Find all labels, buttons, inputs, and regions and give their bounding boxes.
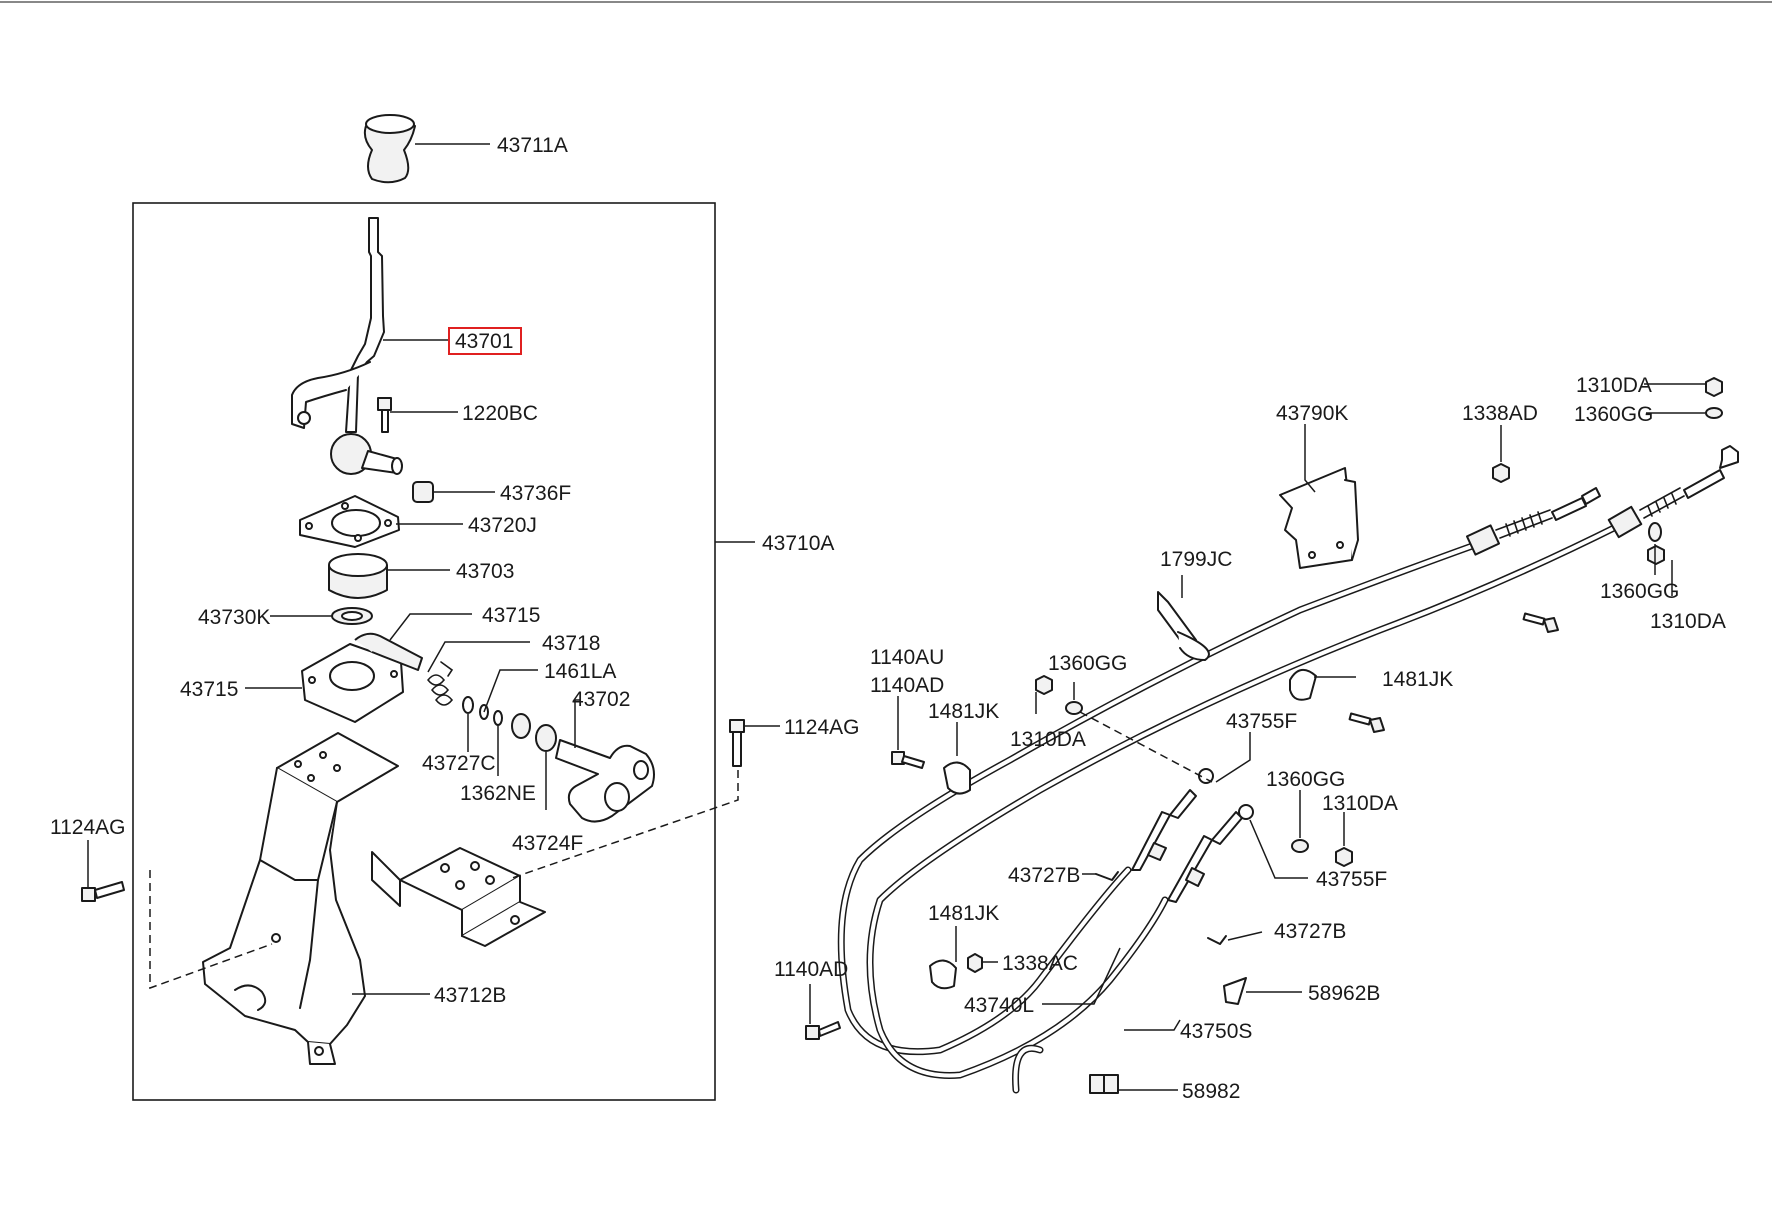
clip-1481JK-low[interactable] xyxy=(929,959,957,990)
washer-1360GG-low[interactable] xyxy=(1291,839,1309,853)
bolt-1220BC[interactable] xyxy=(377,397,392,433)
nut-1338AC[interactable] xyxy=(967,953,983,973)
shift-lever-43701[interactable] xyxy=(291,217,403,475)
label-43740L[interactable]: 43740L xyxy=(964,994,1034,1017)
label-1360GG-mid[interactable]: 1360GG xyxy=(1048,652,1127,675)
cable-43750S[interactable] xyxy=(866,521,1624,1094)
label-43755F-low[interactable]: 43755F xyxy=(1316,868,1387,891)
label-43790K[interactable]: 43790K xyxy=(1276,402,1348,425)
label-1360GG-right[interactable]: 1360GG xyxy=(1600,580,1679,603)
label-1360GG-top[interactable]: 1360GG xyxy=(1574,403,1653,426)
cable-end-lower-left[interactable] xyxy=(1131,768,1214,871)
highlight-box-43701 xyxy=(448,327,522,355)
mount-plate xyxy=(371,847,546,947)
bushing-43736F[interactable] xyxy=(412,481,434,503)
dash-1360GG-mid xyxy=(1079,711,1213,783)
label-43701[interactable]: 43701 xyxy=(455,330,513,353)
housing-43715[interactable] xyxy=(301,632,423,723)
label-43712B[interactable]: 43712B xyxy=(434,984,506,1007)
bolt-1124AG-right[interactable] xyxy=(729,719,745,767)
label-1140AU[interactable]: 1140AU xyxy=(870,646,944,669)
nut-1310DA-right[interactable] xyxy=(1647,545,1665,565)
label-43727B-right[interactable]: 43727B xyxy=(1274,920,1346,943)
label-1140AD-low[interactable]: 1140AD xyxy=(774,958,848,981)
label-43715-top[interactable]: 43715 xyxy=(482,604,540,627)
cable-tie-1799JC[interactable] xyxy=(1157,591,1210,661)
cable-end-lower-right[interactable] xyxy=(1167,804,1254,903)
label-43727B-left[interactable]: 43727B xyxy=(1008,864,1080,887)
washer-1360GG-top[interactable] xyxy=(1705,407,1723,419)
washer-1360GG-right[interactable] xyxy=(1648,522,1662,542)
plate-43720J[interactable] xyxy=(299,495,400,548)
washer-1461LA[interactable] xyxy=(479,704,503,726)
cable-43740L[interactable] xyxy=(837,541,1479,1056)
bolt-right[interactable] xyxy=(1522,612,1559,633)
label-1124AG-right[interactable]: 1124AG xyxy=(784,716,860,739)
label-43711A[interactable]: 43711A xyxy=(497,134,568,157)
mount-dash-left xyxy=(149,870,273,990)
bracket-43712B[interactable] xyxy=(202,732,399,1065)
washer-1360GG-mid[interactable] xyxy=(1065,701,1083,715)
label-1310DA-right[interactable]: 1310DA xyxy=(1650,610,1726,633)
label-43718[interactable]: 43718 xyxy=(542,632,600,655)
label-43727C[interactable]: 43727C xyxy=(422,752,496,775)
label-43736F[interactable]: 43736F xyxy=(500,482,571,505)
label-43710A[interactable]: 43710A xyxy=(762,532,834,555)
leader-lines xyxy=(87,143,1705,1091)
bushing-43724F[interactable] xyxy=(535,724,557,752)
label-43702[interactable]: 43702 xyxy=(572,688,630,711)
knob-43711A[interactable] xyxy=(363,114,416,184)
label-1481JK-mid[interactable]: 1481JK xyxy=(928,700,999,723)
lever-arm-43702[interactable] xyxy=(555,739,655,823)
tag-58962B[interactable] xyxy=(1223,977,1247,1005)
nut-1310DA-low[interactable] xyxy=(1335,847,1353,867)
label-1360GG-low[interactable]: 1360GG xyxy=(1266,768,1345,791)
mount-dash-right xyxy=(511,770,739,879)
assembly-frame-43710A xyxy=(132,202,716,1101)
cable-end-upper-left[interactable] xyxy=(1465,487,1601,556)
nut-1310DA-mid[interactable] xyxy=(1035,675,1053,695)
spring-43718[interactable] xyxy=(427,661,454,706)
label-1310DA-low[interactable]: 1310DA xyxy=(1322,792,1398,815)
nut-1338AD[interactable] xyxy=(1492,463,1510,483)
label-1140AD-mid[interactable]: 1140AD xyxy=(870,674,944,697)
label-43703[interactable]: 43703 xyxy=(456,560,514,583)
label-43715[interactable]: 43715 xyxy=(180,678,238,701)
label-1338AD[interactable]: 1338AD xyxy=(1462,402,1538,425)
bushing-1362NE[interactable] xyxy=(511,713,531,739)
label-43720J[interactable]: 43720J xyxy=(468,514,537,537)
label-43730K[interactable]: 43730K xyxy=(198,606,270,629)
label-58982[interactable]: 58982 xyxy=(1182,1080,1240,1103)
label-58962B[interactable]: 58962B xyxy=(1308,982,1380,1005)
bolt-1140AD-mid[interactable] xyxy=(891,751,925,769)
sleeve-43703[interactable] xyxy=(328,553,388,599)
label-1362NE[interactable]: 1362NE xyxy=(460,782,536,805)
label-43755F-top[interactable]: 43755F xyxy=(1226,710,1297,733)
bracket-43790K[interactable] xyxy=(1279,467,1359,569)
bolt-mid-right[interactable] xyxy=(1348,712,1385,733)
label-1124AG-left[interactable]: 1124AG xyxy=(50,816,126,839)
label-1338AC[interactable]: 1338AC xyxy=(1002,952,1078,975)
label-1799JC[interactable]: 1799JC xyxy=(1160,548,1232,571)
label-1310DA-top[interactable]: 1310DA xyxy=(1576,374,1652,397)
nut-1310DA-top[interactable] xyxy=(1705,377,1723,397)
cable-end-upper-right[interactable] xyxy=(1607,445,1739,539)
clip-1481JK-mid[interactable] xyxy=(943,761,971,795)
washer-43727C[interactable] xyxy=(462,696,474,714)
bolt-1140AD-low[interactable] xyxy=(805,1021,841,1040)
washer-43730K[interactable] xyxy=(331,607,373,625)
clip-1481JK-right[interactable] xyxy=(1289,669,1317,701)
label-1461LA[interactable]: 1461LA xyxy=(544,660,616,683)
label-1220BC[interactable]: 1220BC xyxy=(462,402,538,425)
label-43750S[interactable]: 43750S xyxy=(1180,1020,1252,1043)
label-1481JK-right[interactable]: 1481JK xyxy=(1382,668,1453,691)
clip-58982[interactable] xyxy=(1089,1074,1119,1094)
label-1310DA-mid[interactable]: 1310DA xyxy=(1010,728,1086,751)
label-43724F[interactable]: 43724F xyxy=(512,832,583,855)
clip-43727B-left[interactable] xyxy=(1095,871,1119,881)
clip-43727B-right[interactable] xyxy=(1207,935,1227,945)
label-1481JK-low[interactable]: 1481JK xyxy=(928,902,999,925)
